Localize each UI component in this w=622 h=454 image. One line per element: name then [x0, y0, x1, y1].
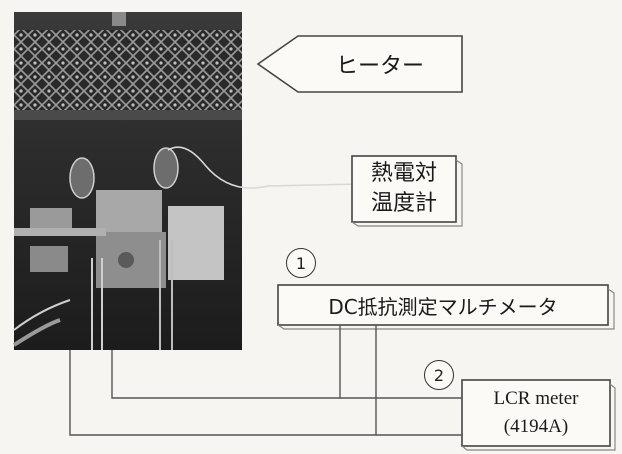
circle-marker-2: 2 [424, 360, 454, 390]
thermocouple-line2: 温度計 [371, 189, 437, 219]
heater-grille [14, 30, 242, 110]
circle-marker-1: 1 [286, 248, 316, 278]
thermocouple-line1: 熱電対 [371, 159, 437, 189]
lcr-meter-line1: LCR meter [494, 385, 579, 413]
heater-label: ヒーター [300, 36, 460, 92]
thermocouple-label: 熱電対 温度計 [352, 156, 456, 222]
multimeter-label: DC抵抗測定マルチメータ [278, 285, 608, 325]
lcr-meter-line2: (4194A) [504, 413, 568, 441]
lcr-meter-label: LCR meter (4194A) [462, 380, 610, 446]
